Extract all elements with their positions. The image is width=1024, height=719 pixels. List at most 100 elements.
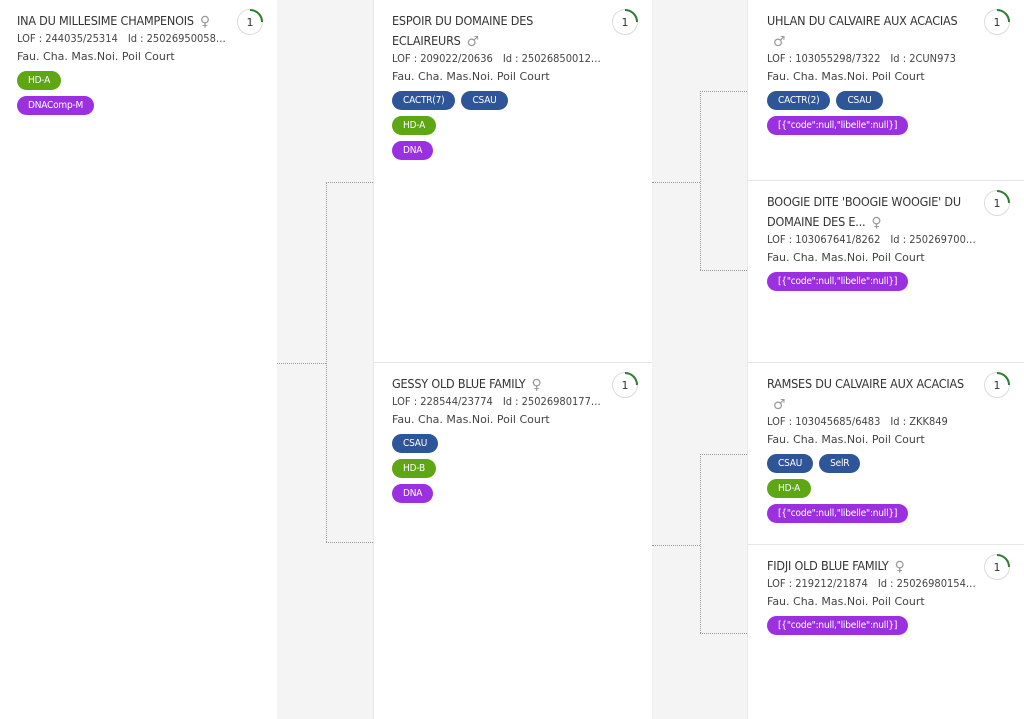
title-badge[interactable]: CSAU (767, 454, 814, 473)
title-badge[interactable]: CSAU (461, 91, 508, 110)
lof-number: LOF : 103045685/6483 (767, 415, 881, 428)
dog-name[interactable]: BOOGIE DITE 'BOOGIE WOOGIE' DU DOMAINE D… (767, 194, 961, 229)
badge-row: DNAComp-M (17, 96, 277, 115)
title-badge[interactable]: HD-A (767, 479, 812, 498)
dog-id: Id : 250269801540... (877, 577, 979, 590)
title-badge[interactable]: CSAU (392, 434, 439, 453)
badge-row: [{"code":null,"libelle":null}] (767, 616, 1024, 635)
dog-id: Id : 250269500586... (127, 32, 229, 45)
lof-number: LOF : 103055298/7322 (767, 52, 881, 65)
generation-indicator: 1 (612, 372, 638, 398)
dog-coat: Fau. Cha. Mas.Noi. Poil Court (767, 595, 925, 608)
generation-ring-icon (996, 9, 1010, 23)
badge-list: [{"code":null,"libelle":null}] (767, 616, 1024, 635)
connector-sire-vertical (700, 91, 701, 270)
title-badge[interactable]: [{"code":null,"libelle":null}] (767, 116, 909, 135)
title-badge[interactable]: CSAU (836, 91, 883, 110)
title-badge[interactable]: CACTR(7) (392, 91, 456, 110)
badge-row: HD-A (767, 479, 1024, 498)
connector-root (277, 363, 326, 364)
badge-row: HD-B (392, 459, 652, 478)
dog-header: FIDJI OLD BLUE FAMILY ♀ 1 (767, 554, 1024, 580)
dog-coat: Fau. Cha. Mas.Noi. Poil Court (767, 433, 925, 446)
connector-dam (652, 545, 700, 546)
dog-header: UHLAN DU CALVAIRE AUX ACACIAS ♂ 1 (767, 9, 1024, 50)
lof-number: LOF : 244035/25314 (17, 32, 118, 45)
female-icon: ♀ (871, 215, 882, 231)
generation-count: 1 (993, 378, 1001, 392)
connector-to-sire-sire (700, 91, 747, 92)
badge-row: CACTR(2) CSAU (767, 91, 1024, 110)
dog-card-sire-dam[interactable]: BOOGIE DITE 'BOOGIE WOOGIE' DU DOMAINE D… (747, 181, 1024, 363)
title-badge[interactable]: HD-A (17, 71, 62, 90)
dog-name[interactable]: RAMSES DU CALVAIRE AUX ACACIAS (767, 376, 964, 391)
dog-name[interactable]: GESSY OLD BLUE FAMILY (392, 376, 526, 391)
generation-indicator: 1 (984, 190, 1010, 216)
dog-id: Id : ZKK849 (890, 415, 948, 428)
dog-coat: Fau. Cha. Mas.Noi. Poil Court (392, 70, 550, 83)
title-badge[interactable]: DNA (392, 141, 434, 160)
title-badge[interactable]: [{"code":null,"libelle":null}] (767, 272, 909, 291)
badge-row: CACTR(7) CSAU (392, 91, 652, 110)
connector-dam-vertical (700, 454, 701, 633)
generation-count: 1 (621, 378, 629, 392)
connector-to-sire (326, 182, 373, 183)
title-badge[interactable]: CACTR(2) (767, 91, 831, 110)
female-icon: ♀ (199, 14, 211, 30)
lof-number: LOF : 219212/21874 (767, 577, 868, 590)
title-badge[interactable]: [{"code":null,"libelle":null}] (767, 504, 909, 523)
badge-list: CSAU HD-B DNA (392, 434, 652, 503)
badge-list: CACTR(2) CSAU [{"code":null,"libelle":null… (767, 91, 1024, 135)
badge-row: [{"code":null,"libelle":null}] (767, 504, 1024, 523)
lof-number: LOF : 209022/20636 (392, 52, 493, 65)
badge-row: CSAU (392, 434, 652, 453)
dog-name[interactable]: FIDJI OLD BLUE FAMILY (767, 558, 889, 573)
generation-indicator: 1 (984, 372, 1010, 398)
dog-name[interactable]: INA DU MILLESIME CHAMPENOIS (17, 13, 194, 28)
generation-count: 1 (621, 15, 629, 29)
connector-sire (652, 182, 700, 183)
male-icon: ♂ (773, 34, 786, 50)
dog-coat: Fau. Cha. Mas.Noi. Poil Court (392, 413, 550, 426)
dog-name[interactable]: UHLAN DU CALVAIRE AUX ACACIAS (767, 13, 958, 28)
title-badge[interactable]: DNA (392, 484, 434, 503)
dog-header: INA DU MILLESIME CHAMPENOIS ♀ 1 (17, 9, 277, 35)
dog-coat: Fau. Cha. Mas.Noi. Poil Court (767, 251, 925, 264)
connector-to-dam-dam (700, 633, 747, 634)
dog-coat: Fau. Cha. Mas.Noi. Poil Court (17, 50, 175, 63)
connector-to-dam-sire (700, 454, 747, 455)
badge-list: HD-A DNAComp-M (17, 71, 277, 115)
generation-count: 1 (246, 15, 254, 29)
dog-name[interactable]: ESPOIR DU DOMAINE DES ECLAIREURS (392, 13, 534, 48)
dog-header: GESSY OLD BLUE FAMILY♀1 (392, 372, 652, 398)
generation-indicator: 1 (984, 9, 1010, 35)
generation-count: 1 (993, 560, 1001, 574)
title-badge[interactable]: [{"code":null,"libelle":null}] (767, 616, 909, 635)
connector-to-dam (326, 542, 373, 543)
dog-header: ESPOIR DU DOMAINE DES ECLAIREURS♂1 (392, 9, 652, 50)
connector-root-vertical (326, 182, 327, 542)
badge-row: [{"code":null,"libelle":null}] (767, 272, 1024, 291)
badge-row: HD-A (17, 71, 277, 90)
title-badge[interactable]: HD-B (392, 459, 436, 478)
title-badge[interactable]: DNAComp-M (17, 96, 95, 115)
title-badge[interactable]: SelR (819, 454, 861, 473)
connector-to-sire-dam (700, 270, 747, 271)
title-badge[interactable]: HD-A (392, 116, 437, 135)
generation-count: 1 (993, 196, 1001, 210)
dog-registration: LOF : 103045685/6483 Id : ZKK849 (767, 413, 979, 431)
female-icon: ♀ (894, 559, 905, 575)
badge-list: [{"code":null,"libelle":null}] (767, 272, 1024, 291)
badge-row: DNA (392, 484, 652, 503)
